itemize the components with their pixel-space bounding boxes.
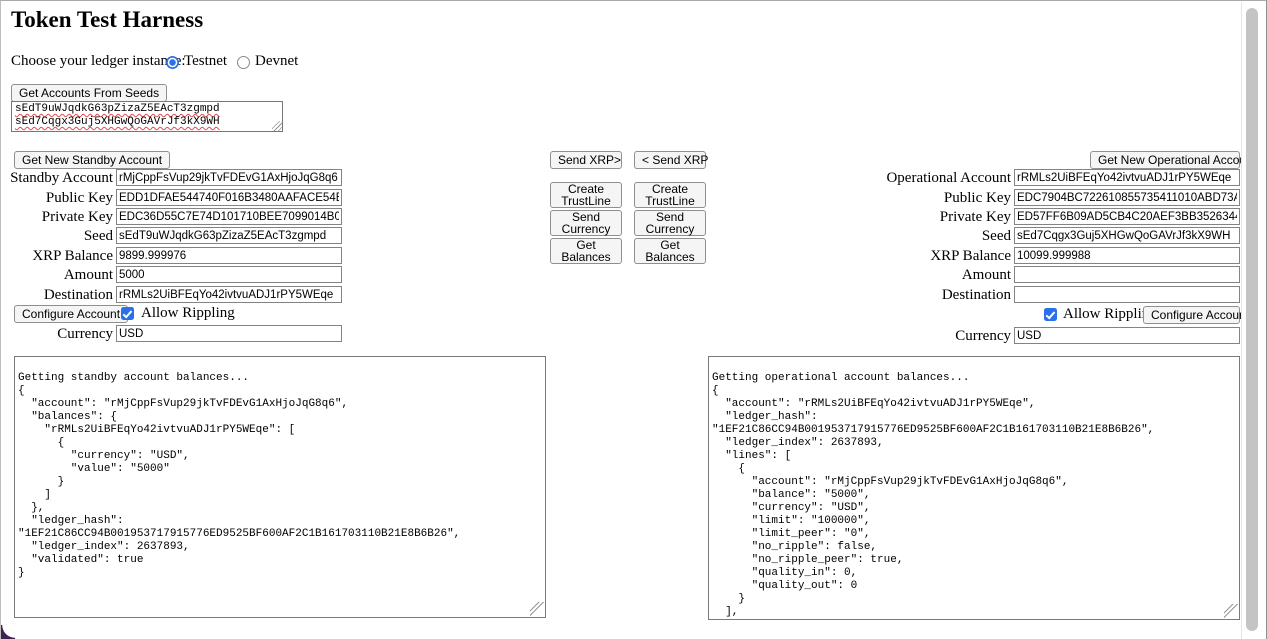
operational-seed-label: Seed: [981, 228, 1011, 244]
standby-get-balances-button[interactable]: Get Balances: [550, 238, 622, 264]
standby-currency-label: Currency: [57, 326, 113, 342]
page-scrollbar-thumb[interactable]: [1246, 8, 1258, 631]
get-accounts-from-seeds-button[interactable]: Get Accounts From Seeds: [11, 84, 168, 102]
standby-destination-field[interactable]: [116, 286, 342, 303]
standby-account-field[interactable]: [116, 169, 342, 186]
standby-public-key-label: Public Key: [45, 190, 113, 206]
standby-xrp-balance-field[interactable]: [116, 247, 342, 264]
operational-private-key-label: Private Key: [939, 209, 1011, 225]
operational-currency-label: Currency: [955, 328, 1011, 344]
page-scrollbar-track[interactable]: [1241, 2, 1263, 639]
page-title: Token Test Harness: [11, 7, 204, 32]
operational-amount-field[interactable]: [1014, 266, 1240, 283]
operational-send-currency-button[interactable]: Send Currency: [634, 210, 706, 236]
operational-seed-field[interactable]: [1014, 227, 1240, 244]
operational-results-textarea[interactable]: Getting operational account balances... …: [708, 356, 1240, 620]
devnet-radio[interactable]: [237, 56, 250, 69]
operational-public-key-label: Public Key: [943, 190, 1011, 206]
operational-destination-label: Destination: [941, 287, 1011, 303]
resize-grip-icon[interactable]: [272, 121, 282, 131]
standby-amount-field[interactable]: [116, 266, 342, 283]
seeds-textarea[interactable]: sEdT9uWJqdkG63pZizaZ5EAcT3zgmpd sEd7Cqgx…: [11, 101, 283, 132]
standby-xrp-balance-label: XRP Balance: [32, 248, 113, 264]
operational-private-key-field[interactable]: [1014, 208, 1240, 225]
seed-line-1: sEdT9uWJqdkG63pZizaZ5EAcT3zgmpd: [15, 103, 220, 115]
standby-create-trustline-button[interactable]: Create TrustLine: [550, 182, 622, 208]
get-new-operational-account-button[interactable]: Get New Operational Account: [1090, 151, 1256, 169]
standby-private-key-label: Private Key: [41, 209, 113, 225]
operational-configure-account-button[interactable]: Configure Account: [1143, 306, 1249, 324]
standby-results-textarea[interactable]: Getting standby account balances... { "a…: [14, 356, 546, 618]
standby-configure-account-button[interactable]: Configure Account: [14, 305, 129, 323]
operational-destination-field[interactable]: [1014, 286, 1240, 303]
standby-seed-label: Seed: [83, 228, 113, 244]
operational-get-balances-button[interactable]: Get Balances: [634, 238, 706, 264]
send-xrp-operational-to-standby-button[interactable]: < Send XRP: [634, 151, 708, 169]
send-xrp-standby-to-operational-button[interactable]: Send XRP>: [550, 151, 622, 169]
standby-account-label: Standby Account: [10, 170, 113, 186]
operational-currency-field[interactable]: [1014, 327, 1240, 344]
standby-send-currency-button[interactable]: Send Currency: [550, 210, 622, 236]
standby-amount-label: Amount: [63, 267, 113, 283]
standby-currency-field[interactable]: [116, 325, 342, 342]
testnet-radio-label[interactable]: Testnet: [184, 53, 228, 69]
standby-destination-label: Destination: [43, 287, 113, 303]
window-corner-decoration: [1, 625, 15, 639]
standby-seed-field[interactable]: [116, 227, 342, 244]
operational-public-key-field[interactable]: [1014, 189, 1240, 206]
standby-allow-rippling-checkbox[interactable]: [121, 307, 134, 320]
testnet-radio[interactable]: [166, 56, 179, 69]
standby-public-key-field[interactable]: [116, 189, 342, 206]
operational-create-trustline-button[interactable]: Create TrustLine: [634, 182, 706, 208]
operational-allow-rippling-label: Allow Rippling: [1063, 306, 1157, 322]
get-new-standby-account-button[interactable]: Get New Standby Account: [14, 151, 171, 169]
standby-allow-rippling-label: Allow Rippling: [141, 305, 235, 321]
devnet-radio-label[interactable]: Devnet: [255, 53, 299, 69]
operational-account-label: Operational Account: [886, 170, 1011, 186]
operational-xrp-balance-label: XRP Balance: [930, 248, 1011, 264]
operational-xrp-balance-field[interactable]: [1014, 247, 1240, 264]
operational-account-field[interactable]: [1014, 169, 1240, 186]
operational-allow-rippling-checkbox[interactable]: [1044, 308, 1057, 321]
operational-amount-label: Amount: [961, 267, 1011, 283]
ledger-instance-label: Choose your ledger instance:: [11, 53, 186, 69]
seed-line-2: sEd7Cqgx3Guj5XHGwQoGAVrJf3kX9WH: [15, 116, 220, 128]
standby-private-key-field[interactable]: [116, 208, 342, 225]
